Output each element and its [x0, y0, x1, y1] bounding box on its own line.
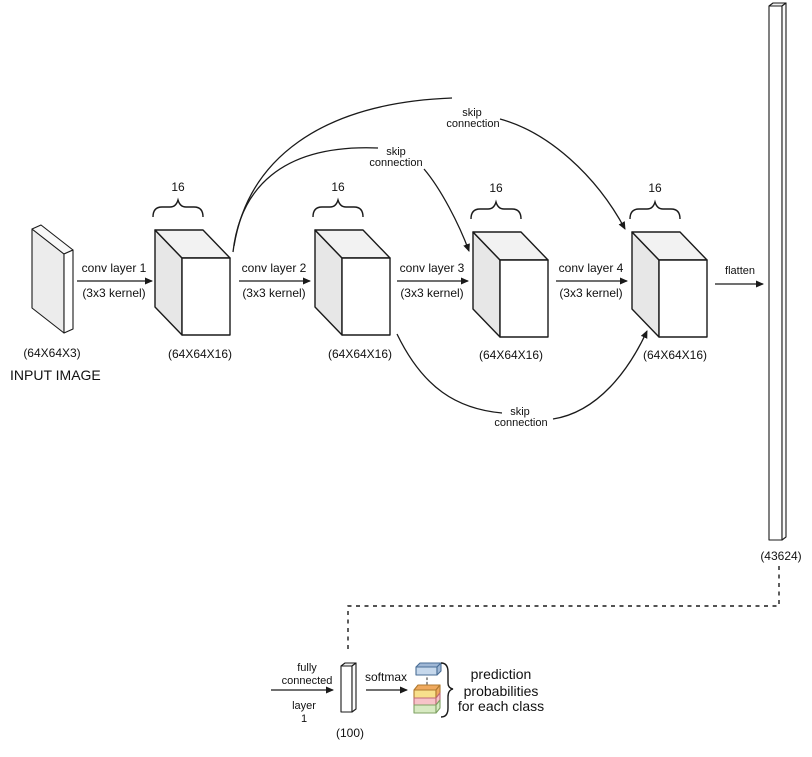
skip-connection-1-curve-right: [499, 118, 626, 230]
fc-label-line4: 1: [301, 713, 307, 725]
fc-bar-front-face: [340, 665, 353, 713]
conv3-output-dims: (64X64X16): [479, 348, 543, 362]
skip-connection-1-label-line1: skip: [462, 107, 482, 119]
fc-label-line1: fully: [297, 662, 317, 674]
flatten-label: flatten: [725, 265, 755, 277]
input-slab-right-face: [63, 249, 74, 334]
conv1-output-dims: (64X64X16): [168, 347, 232, 361]
skip-connection-3-curve-left: [396, 333, 503, 414]
fc-label-line2: connected: [282, 675, 333, 687]
class-box-blue: [415, 662, 442, 676]
filters-count-label-3: 16: [489, 181, 503, 195]
conv-block-4: [631, 231, 708, 338]
filters-count-label-1: 16: [171, 180, 185, 194]
conv2-output-dims: (64X64X16): [328, 347, 392, 361]
filters-brace-3: [470, 201, 522, 220]
class-box-blue-front: [415, 666, 438, 676]
fc-bar-right-face: [351, 662, 357, 713]
input-image-slab: [31, 224, 74, 334]
skip-connection-3-label-line2: connection: [494, 417, 547, 429]
prediction-label-line1: prediction: [471, 666, 532, 682]
prediction-brace: [440, 662, 454, 718]
filters-brace-1: [152, 199, 204, 218]
input-dims-label: (64X64X3): [23, 346, 80, 360]
conv3-kernel-label: (3x3 kernel): [400, 286, 463, 300]
filters-count-label-2: 16: [331, 180, 345, 194]
filters-count-label-4: 16: [648, 181, 662, 195]
class-box-green-front: [413, 704, 437, 714]
fc-label-line3: layer: [292, 700, 316, 712]
conv-block-3: [472, 231, 549, 338]
flatten-output-dims: (43624): [760, 549, 801, 563]
prediction-label-line3: for each class: [458, 698, 544, 714]
conv1-kernel-label: (3x3 kernel): [82, 286, 145, 300]
fc-output-dims: (100): [336, 726, 364, 740]
conv4-name-label: conv layer 4: [559, 261, 624, 275]
filters-brace-4: [629, 201, 681, 220]
class-box-yellow: [413, 684, 441, 699]
skip-connection-1-label-line2: connection: [446, 118, 499, 130]
skip-connection-3-curve-right: [552, 330, 648, 420]
softmax-label: softmax: [365, 670, 407, 684]
input-image-label: INPUT IMAGE: [10, 367, 101, 383]
class-box-blue-right: [436, 662, 442, 676]
conv3-name-label: conv layer 3: [400, 261, 465, 275]
class-box-yellow-front: [413, 689, 437, 699]
skip-connection-3-label-line1: skip: [510, 406, 530, 418]
skip-connection-2-curve-left: [232, 147, 379, 253]
skip-connection-2-curve-right: [423, 168, 470, 252]
fc-vector-bar: [340, 662, 357, 713]
flatten-bar-right-face: [781, 2, 787, 541]
flattened-vector-bar: [768, 2, 787, 541]
skip-connection-2-label-line1: skip: [386, 146, 406, 158]
conv4-kernel-label: (3x3 kernel): [559, 286, 622, 300]
conv2-name-label: conv layer 2: [242, 261, 307, 275]
class-box-green: [413, 699, 441, 714]
conv4-output-dims: (64X64X16): [643, 348, 707, 362]
conv-block-1: [154, 229, 231, 336]
skip-connection-1-curve-left: [233, 97, 453, 247]
class-box-pink-front: [413, 697, 437, 706]
conv2-kernel-label: (3x3 kernel): [242, 286, 305, 300]
skip-connection-2-label-line2: connection: [369, 157, 422, 169]
conv-block-2: [314, 229, 391, 336]
prediction-label-line2: probabilities: [464, 683, 539, 699]
filters-brace-2: [312, 199, 364, 218]
flatten-bar-front-face: [768, 5, 783, 541]
class-box-green-right: [435, 699, 441, 714]
dashed-connector: [347, 566, 780, 652]
conv1-name-label: conv layer 1: [82, 261, 147, 275]
